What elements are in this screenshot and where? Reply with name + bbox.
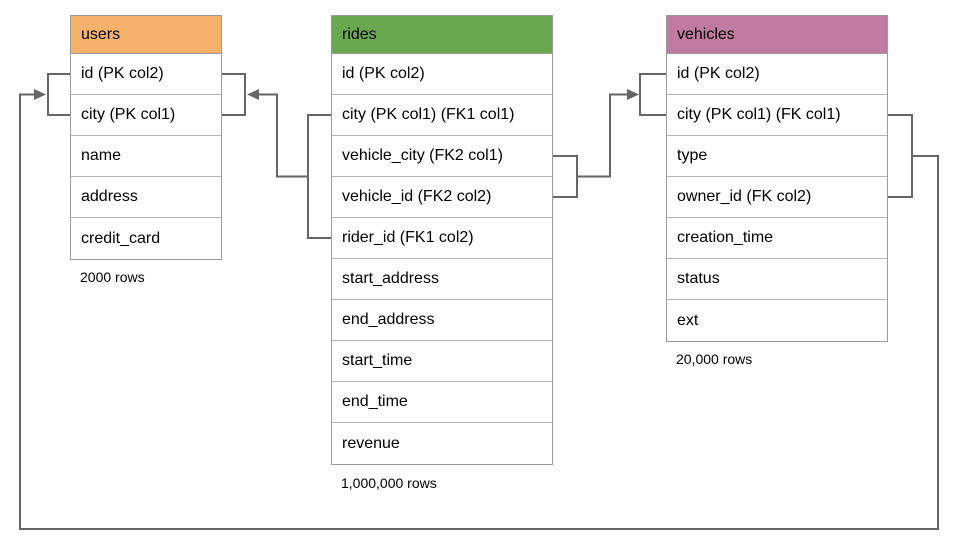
table-users-row-name: name — [71, 136, 221, 177]
table-vehicles-row-creation-time: creation_time — [667, 218, 887, 259]
table-rides-row-start-time: start_time — [332, 341, 552, 382]
vehicles-fk-users-arrowhead — [34, 89, 46, 100]
table-rides-row-end-time: end_time — [332, 382, 552, 423]
users-left-pk-bracket — [47, 73, 70, 116]
rides-row-count: 1,000,000 rows — [341, 475, 437, 491]
table-vehicles-row-status: status — [667, 259, 887, 300]
relationship-vehicles-fk-users — [19, 73, 939, 530]
vehicles-left-pk-bracket — [639, 73, 666, 116]
rides-fk2-vehicles-line — [577, 93, 627, 178]
table-vehicles-row-type: type — [667, 136, 887, 177]
relationship-rides-fk2-vehicles — [553, 73, 666, 198]
table-rides-row-id: id (PK col2) — [332, 54, 552, 95]
table-rides-row-vehicle-id: vehicle_id (FK2 col2) — [332, 177, 552, 218]
table-rides-header: rides — [332, 16, 552, 54]
table-users-row-address: address — [71, 177, 221, 218]
vehicles-row-count: 20,000 rows — [676, 351, 753, 367]
table-rides: rides id (PK col2) city (PK col1) (FK1 c… — [331, 15, 553, 465]
vehicles-fk-users-line — [19, 93, 939, 530]
table-vehicles-row-owner-id: owner_id (FK col2) — [667, 177, 887, 218]
table-vehicles-row-id: id (PK col2) — [667, 54, 887, 95]
table-users-row-city: city (PK col1) — [71, 95, 221, 136]
users-row-count: 2000 rows — [80, 269, 145, 285]
table-users-row-id: id (PK col2) — [71, 54, 221, 95]
table-users-row-credit-card: credit_card — [71, 218, 221, 259]
rides-fk2-vehicles-arrowhead — [627, 89, 639, 100]
relationship-rides-fk1-users — [222, 73, 331, 239]
vehicles-right-fk-bracket — [888, 114, 913, 198]
table-rides-row-rider-id: rider_id (FK1 col2) — [332, 218, 552, 259]
table-rides-row-start-address: start_address — [332, 259, 552, 300]
table-rides-row-end-address: end_address — [332, 300, 552, 341]
table-vehicles-header: vehicles — [667, 16, 887, 54]
table-rides-row-city: city (PK col1) (FK1 col1) — [332, 95, 552, 136]
table-vehicles-row-ext: ext — [667, 300, 887, 341]
table-vehicles-row-city: city (PK col1) (FK col1) — [667, 95, 887, 136]
rides-fk1-users-arrowhead — [247, 89, 259, 100]
table-rides-row-revenue: revenue — [332, 423, 552, 464]
table-users-header: users — [71, 16, 221, 54]
table-users: users id (PK col2) city (PK col1) name a… — [70, 15, 222, 260]
table-rides-row-vehicle-city: vehicle_city (FK2 col1) — [332, 136, 552, 177]
table-vehicles: vehicles id (PK col2) city (PK col1) (FK… — [666, 15, 888, 342]
users-right-pk-bracket — [222, 73, 246, 116]
rides-fk1-users-line — [259, 93, 308, 178]
rides-right-fk2-bracket — [553, 155, 578, 198]
rides-left-fk1-bracket — [307, 114, 331, 239]
